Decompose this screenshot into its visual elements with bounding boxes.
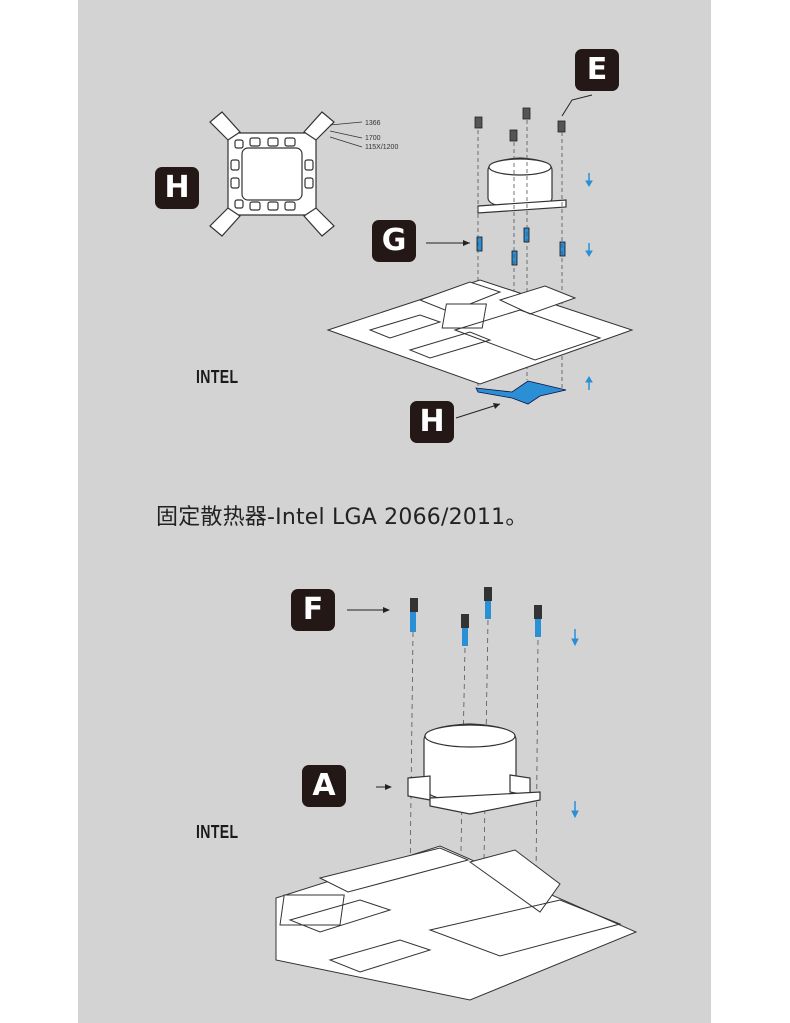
standoffs xyxy=(476,227,566,266)
socket-label-1366: 1366 xyxy=(365,120,381,127)
motherboard-bottom xyxy=(275,845,638,1001)
tag-e-arrow xyxy=(561,94,593,117)
thumb-screws-bottom xyxy=(410,587,542,646)
mounting-bracket xyxy=(209,111,335,237)
tag-h-backplate-arrow xyxy=(455,403,501,419)
socket-label-115x: 115X/1200 xyxy=(365,144,398,151)
pump-head-top xyxy=(477,157,567,214)
socket-label-1700: 1700 xyxy=(365,135,381,142)
tag-a: A xyxy=(302,765,346,807)
alignment-lines-top xyxy=(477,120,563,390)
section-heading: 固定散热器-Intel LGA 2066/2011。 xyxy=(156,505,528,530)
direction-arrows-top xyxy=(585,173,593,390)
thumb-screws-top xyxy=(474,107,566,142)
socket-leader-lines xyxy=(329,121,363,148)
pump-head-bottom xyxy=(407,723,541,815)
motherboard-top xyxy=(326,279,634,385)
direction-arrows-bottom xyxy=(571,629,579,819)
tag-h-backplate: H xyxy=(410,401,454,443)
tag-f: F xyxy=(291,589,335,631)
platform-label-bottom: INTEL xyxy=(196,822,239,842)
tag-h-bracket: H xyxy=(155,167,199,209)
platform-label-top: INTEL xyxy=(196,367,239,387)
backplate xyxy=(475,380,567,405)
tag-g: G xyxy=(372,220,416,262)
tag-e: E xyxy=(575,49,619,91)
